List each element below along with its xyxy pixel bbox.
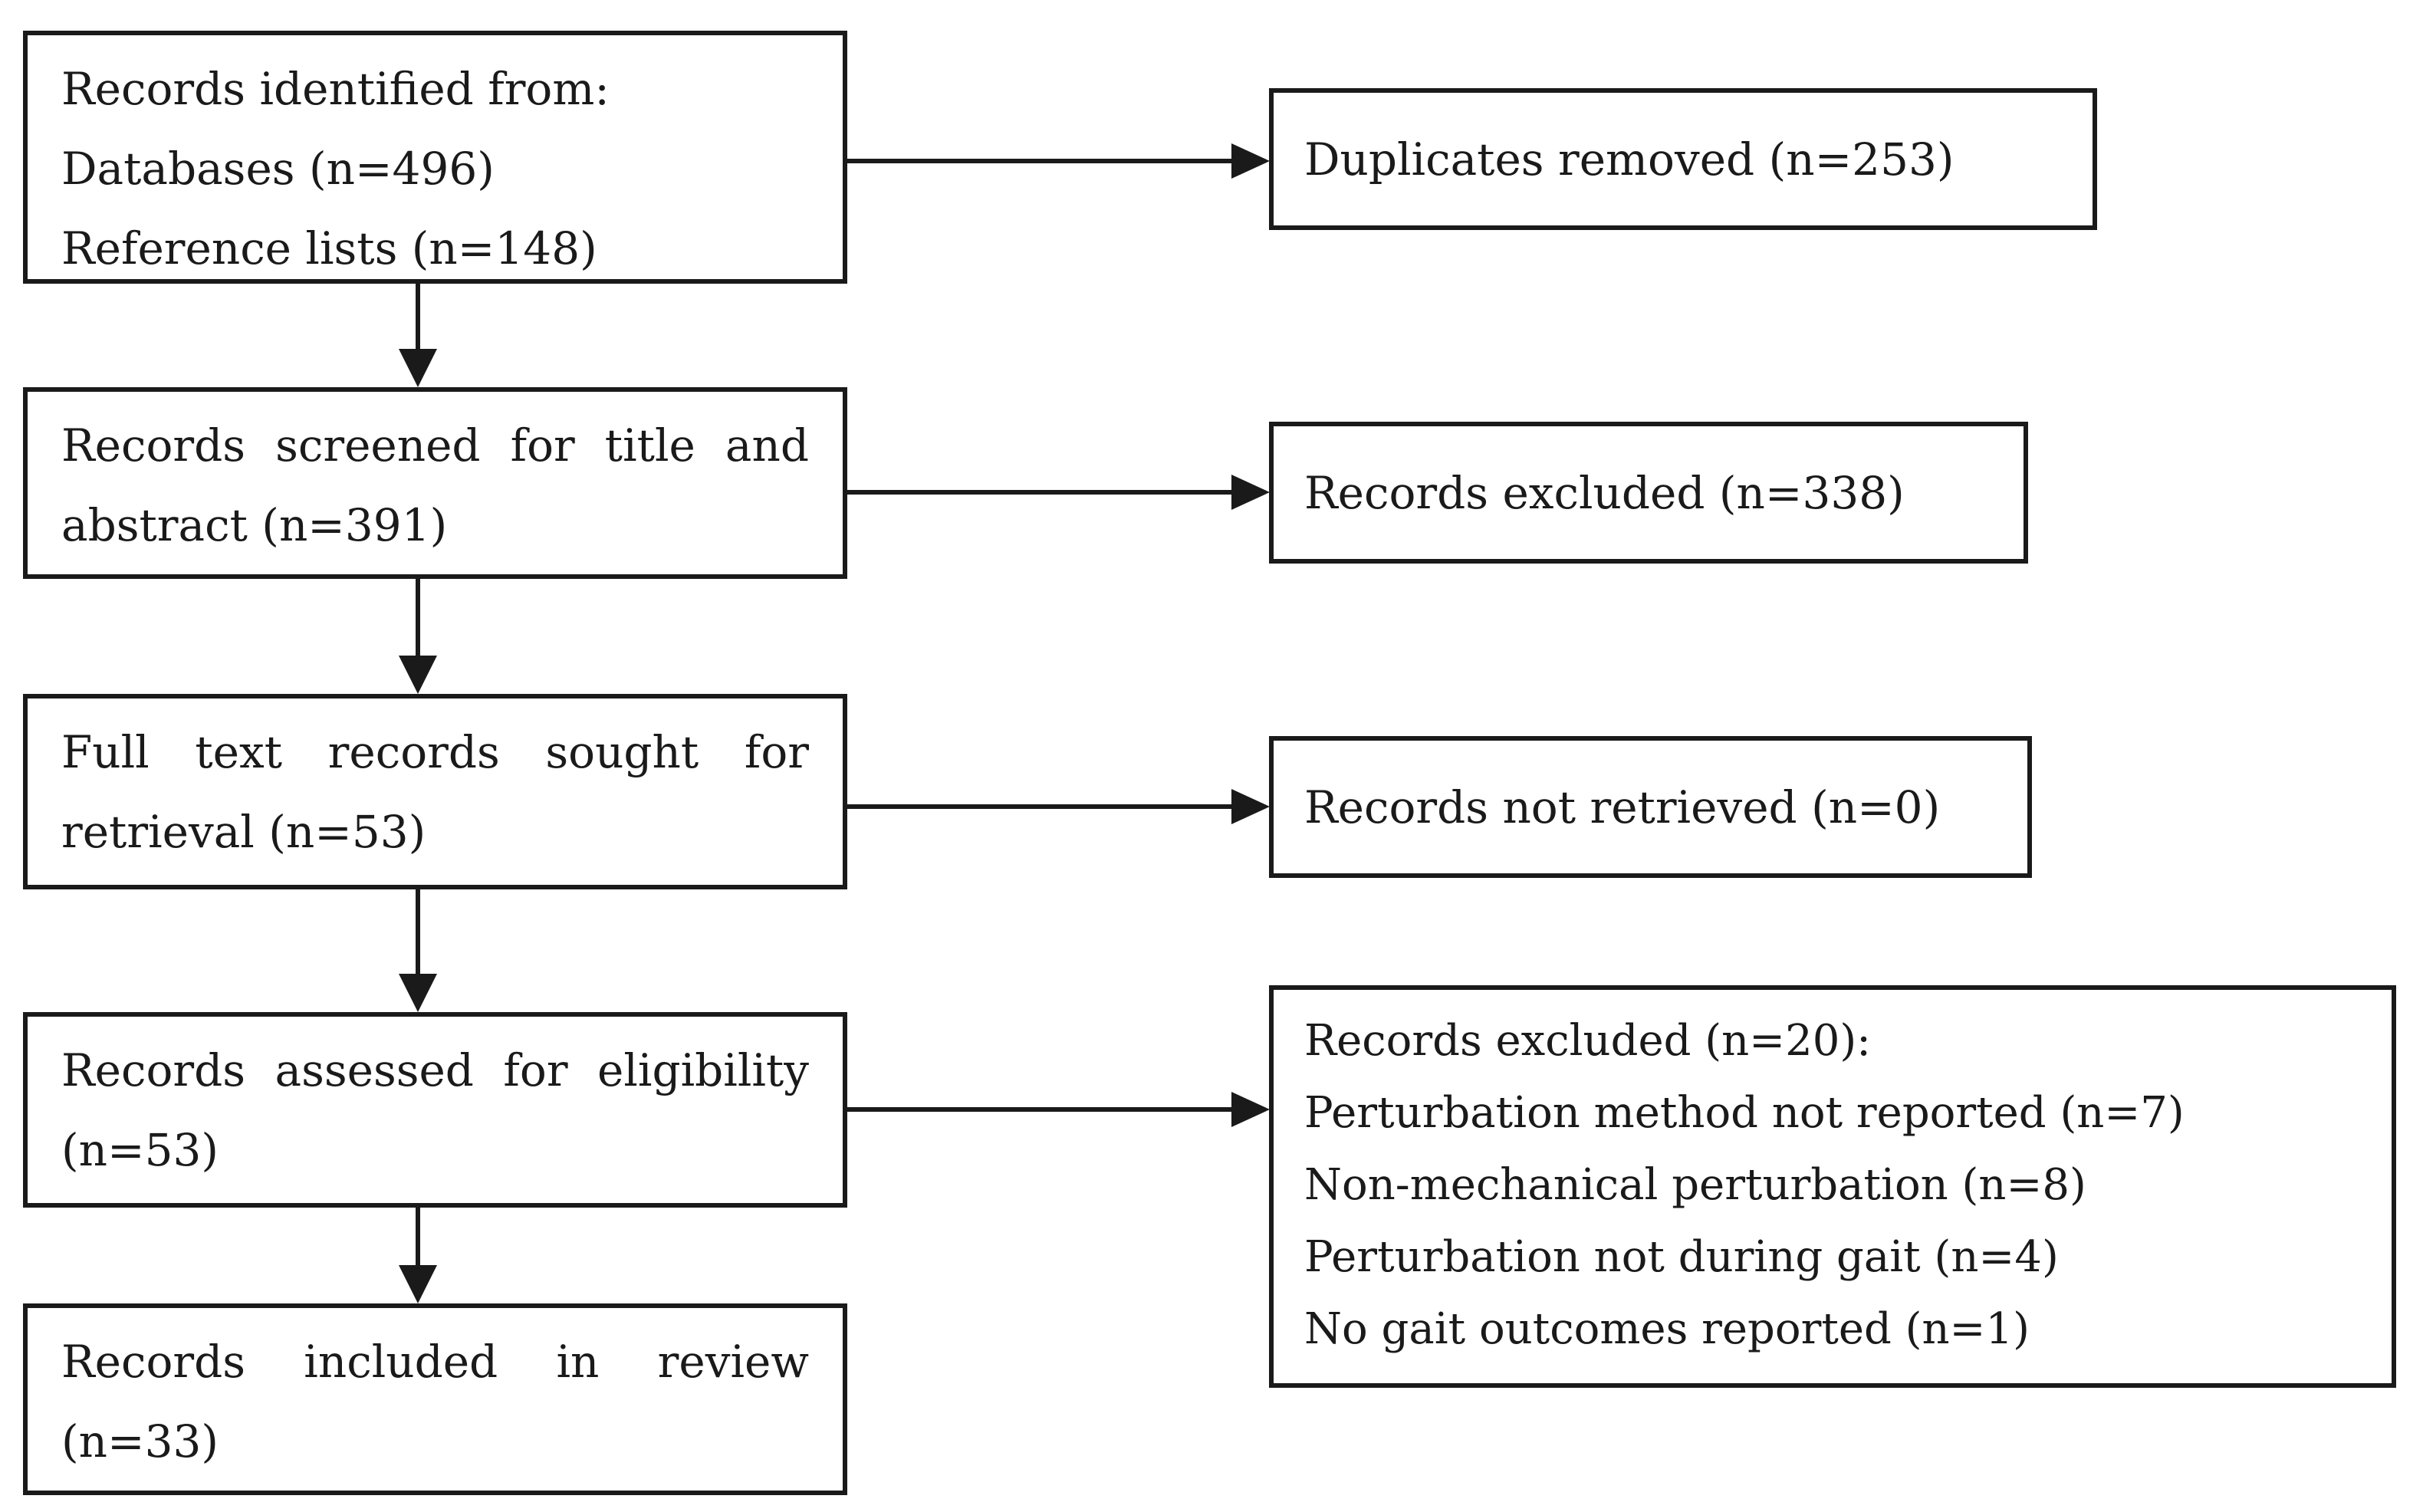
- arrow-right-3-line: [847, 804, 1235, 809]
- box-records-included: Records included in review (n=33): [23, 1303, 847, 1495]
- box-records-excluded-eligibility: Records excluded (n=20): Perturbation me…: [1269, 985, 2396, 1388]
- box-text-line: Duplicates removed (n=253): [1304, 133, 1955, 186]
- arrow-down-2-line: [416, 579, 420, 659]
- box-text-line: Records assessed for eligibility: [61, 1044, 809, 1096]
- box-records-assessed: Records assessed for eligibility (n=53): [23, 1012, 847, 1208]
- box-text-line: retrieval (n=53): [61, 806, 426, 858]
- box-text-line: (n=33): [61, 1415, 219, 1468]
- arrow-right-1-arrowhead: [1231, 143, 1270, 179]
- arrow-down-4-line: [416, 1208, 420, 1269]
- arrow-down-1-arrowhead: [399, 349, 437, 387]
- box-records-excluded-screening: Records excluded (n=338): [1269, 422, 2028, 564]
- arrow-down-3-line: [416, 889, 420, 978]
- box-duplicates-removed: Duplicates removed (n=253): [1269, 88, 2097, 230]
- box-text-line: Non-mechanical perturbation (n=8): [1304, 1160, 2086, 1210]
- box-text-line: Full text records sought for: [61, 726, 809, 778]
- arrow-right-3-arrowhead: [1231, 789, 1270, 824]
- box-text-line: Records identified from:: [61, 63, 610, 115]
- box-fulltext-sought: Full text records sought for retrieval (…: [23, 694, 847, 889]
- arrow-right-1-line: [847, 159, 1235, 163]
- box-text-line: Perturbation method not reported (n=7): [1304, 1088, 2185, 1138]
- box-text-line: Records not retrieved (n=0): [1304, 781, 1941, 833]
- box-text-line: Records included in review: [61, 1336, 809, 1388]
- arrow-right-4-arrowhead: [1231, 1092, 1270, 1127]
- box-records-screened: Records screened for title and abstract …: [23, 387, 847, 579]
- box-text-line: abstract (n=391): [61, 499, 448, 551]
- box-text-line: Records screened for title and: [61, 419, 809, 472]
- arrow-right-2-line: [847, 490, 1235, 495]
- arrow-down-1-line: [416, 284, 420, 354]
- box-text-line: Records excluded (n=338): [1304, 466, 1905, 519]
- box-text-line: (n=53): [61, 1124, 219, 1176]
- box-text-line: Records excluded (n=20):: [1304, 1016, 1872, 1066]
- arrow-right-4-line: [847, 1107, 1235, 1112]
- box-records-not-retrieved: Records not retrieved (n=0): [1269, 736, 2032, 878]
- box-text-line: Perturbation not during gait (n=4): [1304, 1232, 2059, 1282]
- box-text-line: Databases (n=496): [61, 143, 495, 195]
- arrow-right-2-arrowhead: [1231, 475, 1270, 510]
- box-text-line: No gait outcomes reported (n=1): [1304, 1304, 2030, 1354]
- arrow-down-2-arrowhead: [399, 656, 437, 694]
- box-records-identified: Records identified from: Databases (n=49…: [23, 31, 847, 284]
- box-text-line: Reference lists (n=148): [61, 222, 597, 274]
- arrow-down-4-arrowhead: [399, 1265, 437, 1303]
- arrow-down-3-arrowhead: [399, 974, 437, 1012]
